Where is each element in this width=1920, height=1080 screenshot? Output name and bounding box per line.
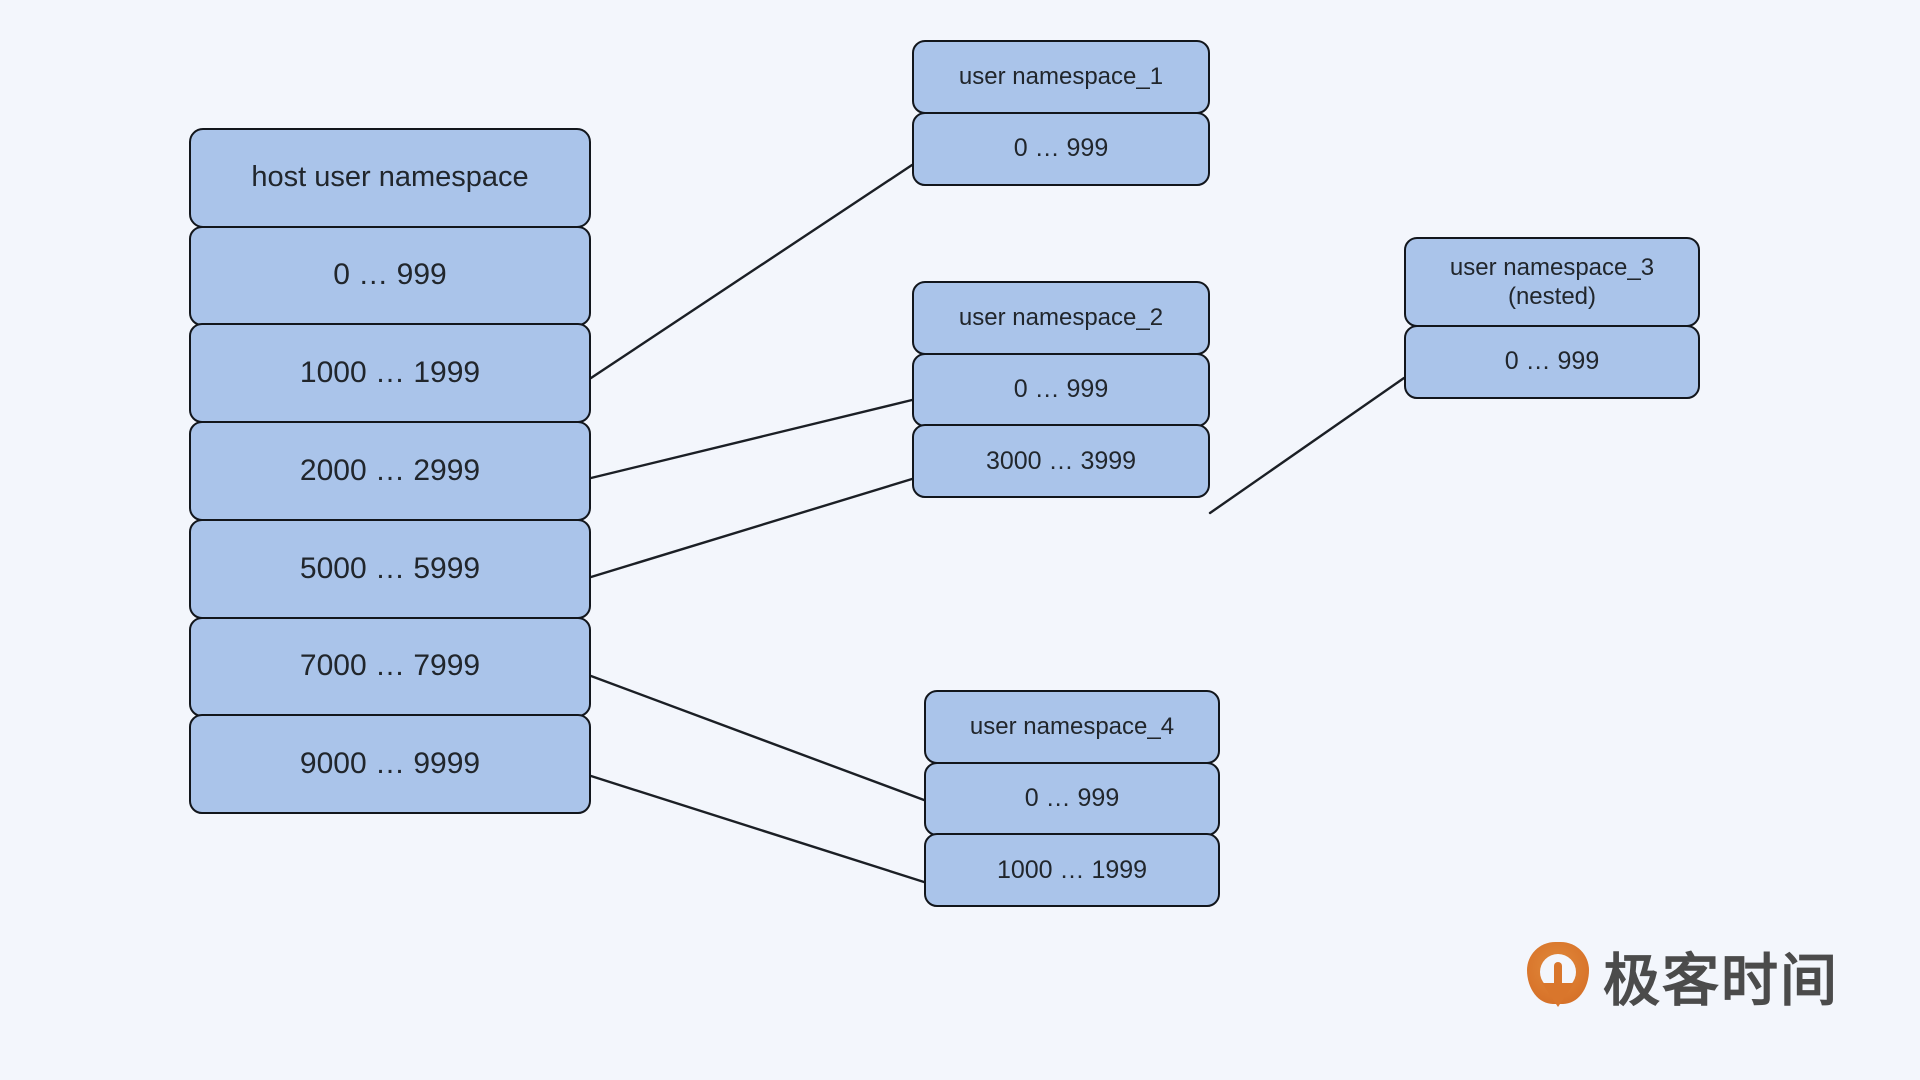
brand-name: 极客时间 [1603,948,1839,1014]
connector-ns2-ns3 [1208,376,1406,515]
user-namespace-3-group: user namespace_3 (nested) 0 … 999 [1404,237,1700,399]
namespace-1-range-row: 0 … 999 [912,111,1210,186]
host-range-row: 0 … 999 [189,225,591,326]
connector-host5000-ns2 [589,477,914,579]
namespace-3-range-row: 0 … 999 [1404,324,1700,399]
connector-host9000-ns4 [589,774,926,884]
namespace-4-range-row: 1000 … 1999 [924,833,1220,908]
host-range-row: 5000 … 5999 [189,518,591,619]
host-range-row: 2000 … 2999 [189,421,591,522]
namespace-4-range-row: 0 … 999 [924,761,1220,836]
host-range-row: 1000 … 1999 [189,323,591,424]
connector-host7000-ns4 [589,674,926,802]
namespace-3-header: user namespace_3 (nested) [1404,237,1700,327]
user-namespace-1-group: user namespace_1 0 … 999 [912,40,1210,186]
connector-host1000-ns1 [589,163,914,380]
host-column-header: host user namespace [189,128,591,228]
namespace-4-header: user namespace_4 [924,690,1220,764]
user-namespace-4-group: user namespace_4 0 … 999 1000 … 1999 [924,690,1220,908]
user-namespace-2-group: user namespace_2 0 … 999 3000 … 3999 [912,281,1210,499]
namespace-2-range-row: 0 … 999 [912,352,1210,427]
host-user-namespace-column: host user namespace 0 … 999 1000 … 1999 … [189,128,591,815]
namespace-2-header: user namespace_2 [912,281,1210,355]
host-range-row: 9000 … 9999 [189,714,591,815]
connector-host2000-ns2 [589,398,914,480]
host-range-row: 7000 … 7999 [189,616,591,717]
geektime-pin-icon [1527,942,1589,1010]
namespace-2-range-row: 3000 … 3999 [912,424,1210,499]
namespace-1-header: user namespace_1 [912,40,1210,114]
brand-watermark: 极客时间 [1527,935,1839,1017]
